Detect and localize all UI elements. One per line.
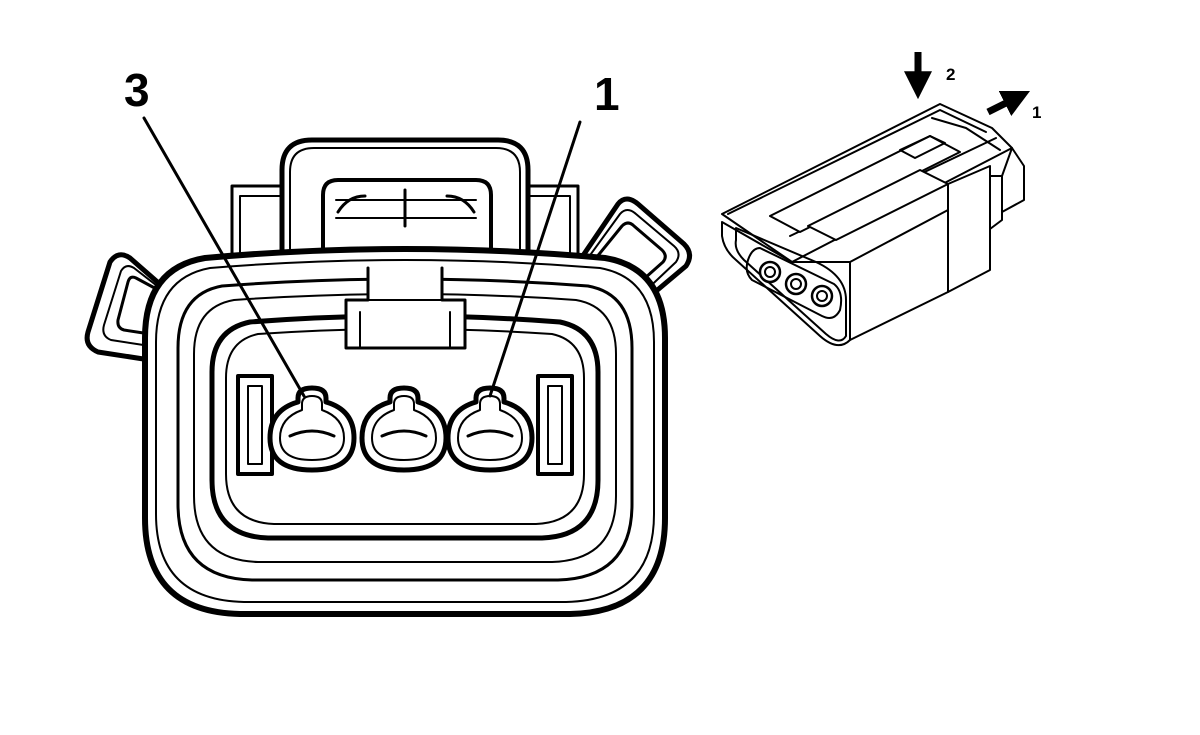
side-flanges bbox=[230, 184, 580, 264]
arrow-up-right-icon bbox=[986, 90, 1031, 117]
pin-label-3: 3 bbox=[124, 64, 150, 116]
terminal-1 bbox=[445, 385, 535, 473]
iso-pin-left bbox=[758, 260, 782, 284]
leader-line-pin-1 bbox=[488, 120, 582, 398]
terminal-3 bbox=[267, 385, 357, 473]
iso-pin-middle bbox=[784, 272, 808, 296]
connector-isometric bbox=[721, 103, 1025, 347]
pin-label-1: 1 bbox=[594, 68, 620, 120]
locator-slots bbox=[236, 374, 574, 476]
step-label-1: 1 bbox=[1032, 103, 1041, 122]
leader-line-pin-3 bbox=[142, 116, 306, 398]
iso-pin-right bbox=[810, 284, 834, 308]
connector-face bbox=[84, 116, 692, 617]
step-label-2: 2 bbox=[946, 65, 955, 84]
latch-housing bbox=[279, 137, 531, 265]
